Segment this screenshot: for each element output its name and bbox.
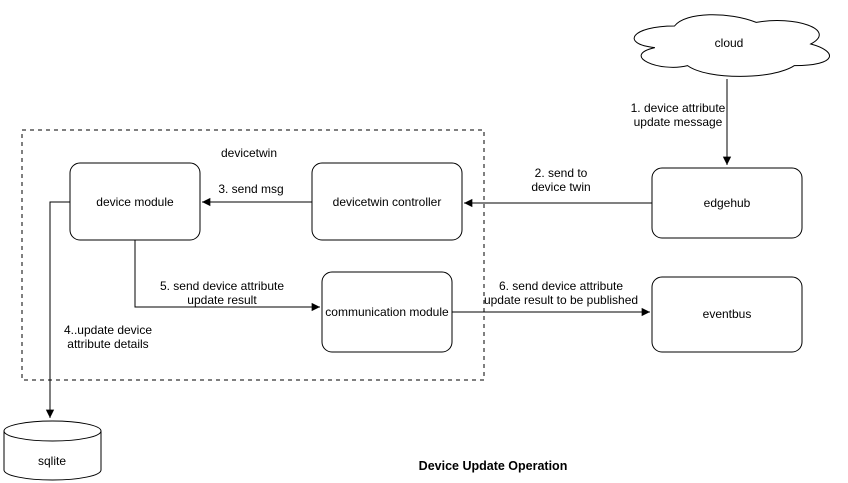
edge-3-label-line-1: 3. send msg (218, 182, 283, 196)
edge-4-label: 4..update device attribute details (64, 323, 152, 351)
devicetwin-group-box (21, 129, 485, 381)
device-module-node (69, 162, 201, 241)
edge-5-label-line-2: update result (187, 293, 257, 307)
edge-6-label-line-1: 6. send device attribute (499, 279, 623, 293)
devicetwin-controller-label: devicetwin controller (333, 195, 442, 209)
edgehub-node (651, 167, 803, 239)
edge-5-label-line-1: 5. send device attribute (160, 279, 284, 293)
sqlite-label: sqlite (38, 454, 66, 468)
devicetwin-controller-node (311, 162, 463, 241)
edge-2-label-line-1: 2. send to (535, 166, 588, 180)
eventbus-node (651, 276, 803, 353)
devicetwin-group-label: devicetwin (221, 146, 277, 160)
sqlite-cylinder-body (3, 431, 102, 481)
diagram-title: Device Update Operation (419, 459, 568, 473)
edge-2-label-line-2: device twin (531, 180, 590, 194)
device-module-label: device module (96, 195, 174, 209)
cloud-label: cloud (715, 36, 744, 50)
edge-device-module-to-comm-module (134, 240, 320, 312)
edge-4-label-line-2: attribute details (67, 337, 148, 351)
edge-device-module-to-sqlite (45, 201, 70, 418)
communication-module-label: communication module (325, 305, 449, 319)
edge-1-label-line-2: update message (634, 115, 723, 129)
edge-5-label: 5. send device attribute update result (160, 279, 284, 307)
sqlite-cylinder-top (3, 420, 102, 442)
edge-4-label-line-1: 4..update device (64, 323, 152, 337)
sqlite-node: sqlite (3, 420, 102, 481)
edge-6-label-line-2: update result to be published (484, 293, 638, 307)
edge-6-label: 6. send device attribute update result t… (484, 279, 638, 307)
cloud-node (633, 14, 830, 77)
edge-3-label: 3. send msg (218, 182, 283, 196)
eventbus-label: eventbus (703, 307, 752, 321)
edge-1-label: 1. device attribute update message (631, 101, 726, 129)
edge-2-label: 2. send to device twin (531, 166, 590, 194)
communication-module-node (321, 271, 453, 353)
edge-1-label-line-1: 1. device attribute (631, 101, 726, 115)
edgehub-label: edgehub (704, 196, 751, 210)
cloud-shape (633, 14, 830, 77)
